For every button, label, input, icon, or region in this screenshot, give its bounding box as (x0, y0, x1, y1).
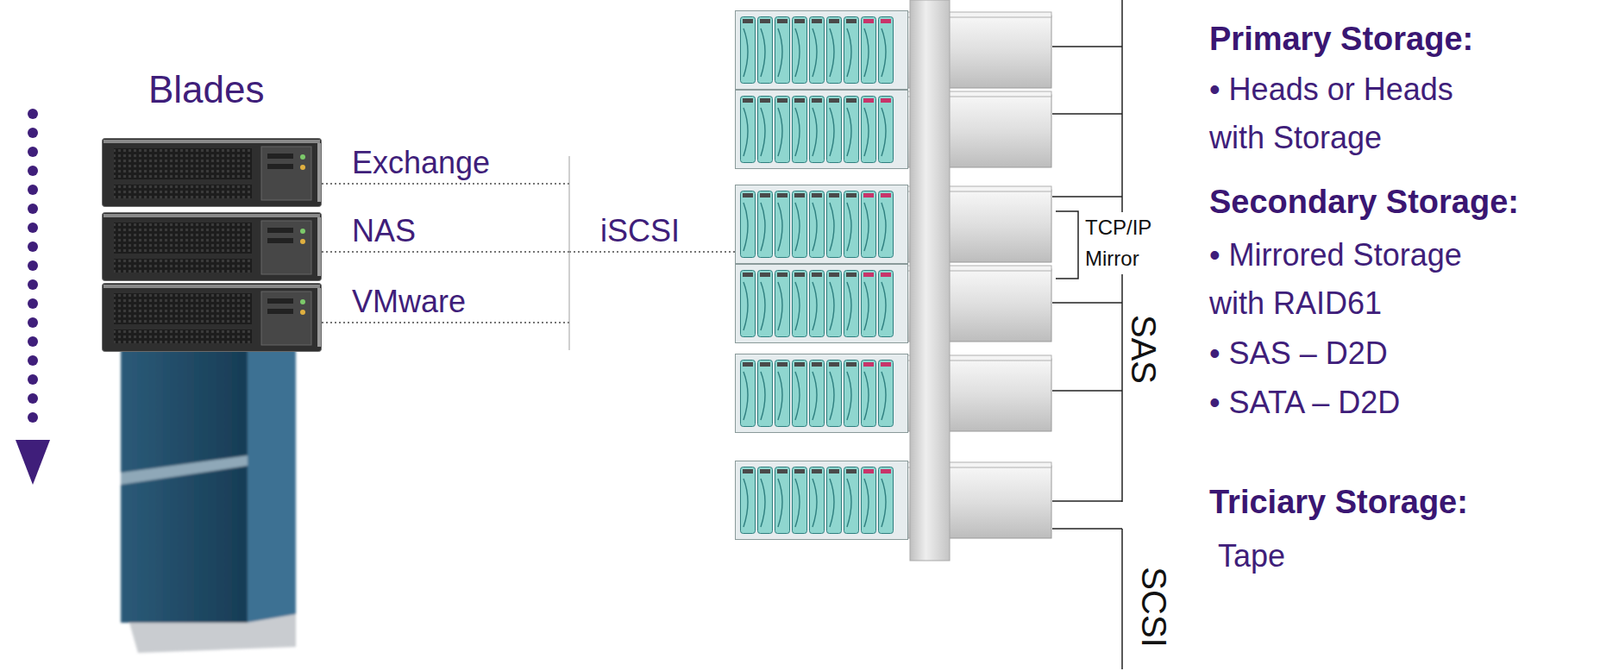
arrow-dot (27, 184, 38, 195)
tier-heading: Triciary Storage: (1209, 477, 1469, 527)
scsi-link (1052, 527, 1123, 530)
arrow-dot (27, 336, 38, 347)
sas-link (1052, 112, 1123, 115)
server-label: Exchange (351, 144, 490, 182)
arrow-dot (27, 374, 38, 385)
storage-unit (735, 11, 1053, 90)
dotted-link (321, 182, 570, 185)
storage-unit (735, 264, 1053, 344)
arrow-dot (27, 298, 38, 309)
arrow-dot (27, 146, 38, 157)
arrow-head (15, 439, 51, 485)
group-title: Blades (148, 67, 265, 113)
dotted-link (569, 250, 735, 253)
arrow-dot (27, 127, 38, 139)
rack-post (909, 0, 950, 561)
blade-server (102, 213, 322, 282)
protocol-label: iSCSI (600, 213, 680, 250)
storage-unit (735, 90, 1053, 170)
arrow-dot (27, 241, 38, 252)
storage-unit (735, 354, 1053, 433)
arrow-dot (27, 165, 38, 176)
server-label: VMware (351, 283, 466, 320)
mirror-bracket (1055, 211, 1079, 279)
tower-front (120, 348, 248, 623)
bus-label: SAS (1126, 314, 1161, 384)
blade-server (102, 138, 322, 208)
server-label: NAS (351, 213, 416, 250)
tower-side (245, 341, 296, 623)
dotted-link (321, 321, 570, 324)
arrow-dot (27, 222, 38, 233)
tier-detail: • SATA – D2D (1209, 378, 1400, 427)
bus-line (569, 156, 571, 351)
mirror-label: TCP/IP Mirror (1083, 212, 1160, 275)
arrow-dot (27, 279, 38, 290)
tier-detail: Tape (1217, 532, 1286, 581)
tier-heading: Secondary Storage: (1209, 177, 1519, 226)
arrow-dot (27, 203, 38, 214)
blade-server (102, 283, 322, 352)
tier-detail: • Heads or Heads with Storage (1209, 65, 1494, 163)
sas-link (1052, 301, 1123, 304)
tower-server (120, 341, 296, 653)
storage-unit (735, 185, 1053, 264)
sas-link (1052, 500, 1123, 502)
sas-link (1052, 45, 1123, 48)
dotted-link (321, 250, 570, 253)
scsi-bus (1121, 528, 1124, 670)
arrow-dot (27, 108, 38, 120)
tier-detail: • Mirrored Storage with RAID61 (1209, 231, 1494, 328)
bus-label: SCSI (1136, 566, 1172, 647)
sas-link (1052, 195, 1123, 198)
arrow-dot (27, 260, 38, 271)
tower-seam (120, 455, 248, 485)
storage-unit (735, 461, 1053, 540)
arrow-dot (27, 317, 38, 328)
arrow-dot (27, 355, 38, 366)
arrow-dot (27, 393, 38, 404)
scale-arrow (15, 108, 51, 485)
tier-heading: Primary Storage: (1209, 14, 1474, 63)
arrow-dot (27, 412, 38, 423)
sas-link (1052, 389, 1123, 392)
tier-detail: • SAS – D2D (1209, 329, 1388, 378)
